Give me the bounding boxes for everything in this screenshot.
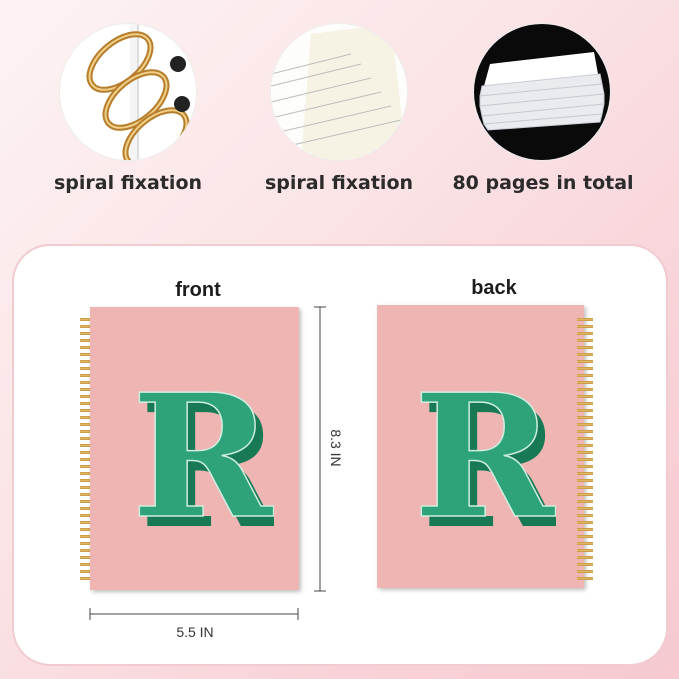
width-dimension-label: 5.5 IN bbox=[176, 624, 214, 640]
lined-page-image bbox=[271, 24, 407, 160]
svg-text:R: R bbox=[416, 368, 556, 538]
back-spiral-coil bbox=[577, 316, 593, 582]
front-label: front bbox=[175, 279, 221, 301]
svg-text:R: R bbox=[421, 368, 556, 538]
back-monogram-letter: R R bbox=[416, 368, 556, 538]
spiral-binding-icon bbox=[86, 24, 196, 160]
svg-text:R: R bbox=[134, 368, 274, 538]
spiral-closeup-image bbox=[60, 24, 196, 160]
height-dimension-label: 8.3 IN bbox=[328, 429, 344, 467]
lined-page-icon bbox=[271, 24, 407, 160]
front-monogram-letter: R R bbox=[134, 368, 274, 538]
back-label: back bbox=[471, 277, 517, 299]
svg-text:R: R bbox=[139, 368, 274, 538]
feature-caption-spiral: spiral fixation bbox=[53, 172, 203, 194]
width-dimension-line bbox=[89, 608, 299, 620]
height-dimension-line bbox=[314, 306, 326, 592]
page-stack-image bbox=[474, 24, 610, 160]
back-cover bbox=[377, 305, 584, 588]
page-stack-icon bbox=[474, 24, 610, 160]
front-cover bbox=[90, 307, 299, 590]
feature-caption-page-count: 80 pages in total bbox=[452, 172, 634, 194]
feature-caption-pages-lined: spiral fixation bbox=[264, 172, 414, 194]
